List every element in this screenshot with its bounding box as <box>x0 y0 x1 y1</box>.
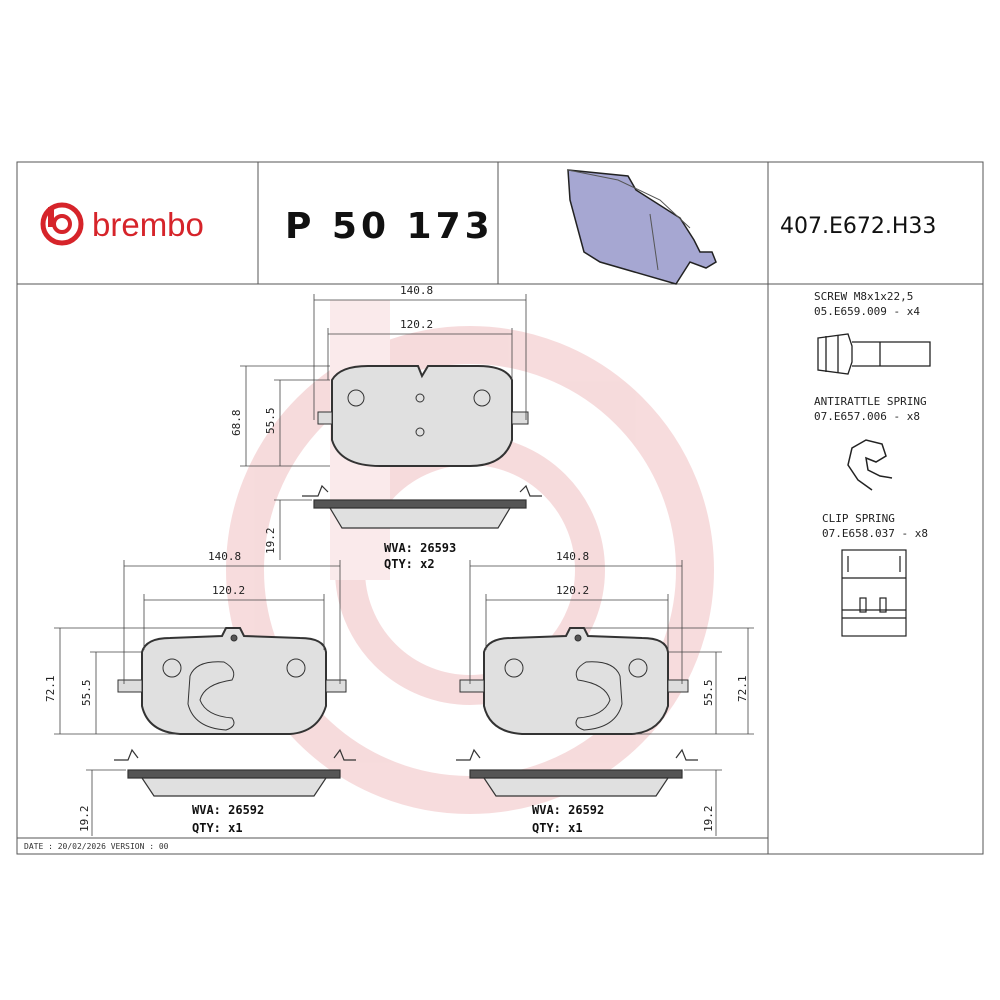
pad-side-view <box>302 484 542 529</box>
accessory-name: SCREW M8x1x22,5 <box>814 290 913 303</box>
wva-label: WVA: 26593 <box>384 541 456 555</box>
pad-front-view <box>317 365 529 467</box>
pad-front-view <box>459 627 689 735</box>
dim-thickness: 19.2 <box>78 806 91 833</box>
dim-friction-width: 120.2 <box>400 318 433 331</box>
pad-front-view <box>117 627 347 735</box>
clip-icon <box>841 549 907 637</box>
drawing-right: 140.8 120.2 72.1 55.5 19.2 WVA: 26592 QT… <box>456 550 754 836</box>
brand-name: brembo <box>92 206 204 243</box>
accessory-code: 07.E658.037 - x8 <box>822 527 928 540</box>
dim-overall-height: 72.1 <box>44 676 57 703</box>
qty-label: QTY: x2 <box>384 557 435 571</box>
accessory-screw: SCREW M8x1x22,5 05.E659.009 - x4 <box>814 290 931 375</box>
pad-side-view <box>456 748 698 797</box>
part-number: P 50 173 <box>285 206 494 247</box>
accessory-name: ANTIRATTLE SPRING <box>814 395 927 408</box>
wva-label: WVA: 26592 <box>532 803 604 817</box>
reference-code: 407.E672.H33 <box>780 214 936 239</box>
accessory-code: 07.E657.006 - x8 <box>814 410 920 423</box>
dim-overall-height: 68.8 <box>230 410 243 437</box>
dim-thickness: 19.2 <box>702 806 715 833</box>
accessory-clip-spring: CLIP SPRING 07.E658.037 - x8 <box>822 512 928 637</box>
pad-thumbnail <box>567 169 717 285</box>
drawing-top: 140.8 120.2 68.8 55.5 19.2 WVA: 26593 QT… <box>230 284 542 571</box>
accessory-name: CLIP SPRING <box>822 512 895 525</box>
brembo-logo-icon <box>40 202 84 246</box>
dimension-lines <box>240 294 527 560</box>
dim-friction-width: 120.2 <box>212 584 245 597</box>
screw-icon <box>817 333 931 375</box>
date-version: DATE : 20/02/2026 VERSION : 00 <box>24 842 169 851</box>
wva-label: WVA: 26592 <box>192 803 264 817</box>
dim-friction-height: 55.5 <box>264 408 277 435</box>
dimension-lines <box>54 560 341 836</box>
brembo-logo: brembo <box>40 202 204 246</box>
dim-overall-height: 72.1 <box>736 676 749 703</box>
spring-icon <box>847 439 893 491</box>
dim-overall-width: 140.8 <box>400 284 433 297</box>
accessory-code: 05.E659.009 - x4 <box>814 305 920 318</box>
qty-label: QTY: x1 <box>532 821 583 835</box>
dim-friction-height: 55.5 <box>702 680 715 707</box>
pad-side-view <box>114 748 356 797</box>
drawing-left: 140.8 120.2 72.1 55.5 19.2 WVA: 26592 QT… <box>44 550 356 836</box>
dim-overall-width: 140.8 <box>208 550 241 563</box>
dim-thickness: 19.2 <box>264 528 277 555</box>
dim-friction-width: 120.2 <box>556 584 589 597</box>
qty-label: QTY: x1 <box>192 821 243 835</box>
dim-friction-height: 55.5 <box>80 680 93 707</box>
dim-overall-width: 140.8 <box>556 550 589 563</box>
sheet-frame <box>16 161 984 855</box>
accessory-antirattle-spring: ANTIRATTLE SPRING 07.E657.006 - x8 <box>814 395 927 491</box>
dimension-lines <box>469 560 754 836</box>
